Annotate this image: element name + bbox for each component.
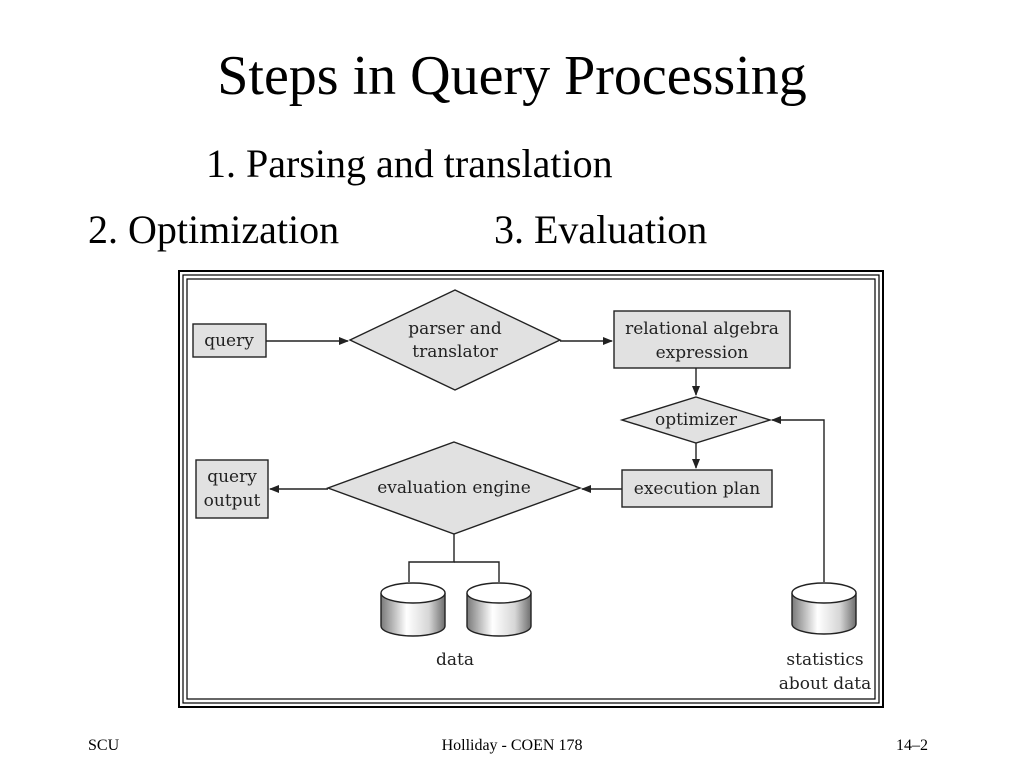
evaluation-engine-node: evaluation engine	[325, 441, 583, 535]
query-label: query	[204, 331, 254, 351]
statistics-label-line2: about data	[779, 674, 871, 694]
query-processing-diagram: query parser and translator relational a…	[178, 270, 884, 708]
query-output-label-line2: output	[204, 491, 261, 511]
statistics-cylinder	[791, 582, 857, 635]
parser-label-line1: parser and	[408, 319, 502, 339]
step-evaluation: 3. Evaluation	[494, 207, 708, 252]
data-label: data	[436, 650, 474, 670]
parser-label-line2: translator	[412, 342, 498, 362]
connector-engine-to-data-1	[408, 534, 455, 582]
footer-left: SCU	[88, 737, 120, 754]
footer-center: Holliday - COEN 178	[441, 737, 583, 754]
evaluation-engine-label: evaluation engine	[377, 478, 531, 498]
rel-alg-label-line1: relational algebra	[625, 319, 779, 339]
rel-alg-label-line2: expression	[656, 343, 749, 363]
connector-engine-to-data-2	[454, 561, 500, 582]
statistics-label-line1: statistics	[786, 650, 863, 670]
execution-plan-node: execution plan	[621, 469, 773, 508]
parser-translator-node: parser and translator	[348, 289, 562, 391]
database-cylinder-1	[380, 582, 446, 637]
query-output-node: query output	[195, 459, 269, 519]
optimizer-node: optimizer	[619, 396, 773, 444]
frame-inner	[186, 278, 876, 700]
query-output-label-line1: query	[207, 467, 257, 487]
footer-right: 14–2	[896, 737, 928, 754]
step-optimization: 2. Optimization	[88, 207, 340, 252]
optimizer-label: optimizer	[655, 410, 738, 430]
frame-outer	[178, 270, 884, 708]
slide-title: Steps in Query Processing	[217, 45, 807, 107]
relational-algebra-node: relational algebra expression	[613, 310, 791, 369]
frame-middle	[182, 274, 880, 704]
database-cylinder-2	[466, 582, 532, 637]
query-node: query	[192, 323, 267, 358]
arrow-statistics-to-optimizer	[771, 416, 825, 582]
execution-plan-label: execution plan	[634, 479, 760, 499]
step-parsing: 1. Parsing and translation	[206, 141, 613, 186]
